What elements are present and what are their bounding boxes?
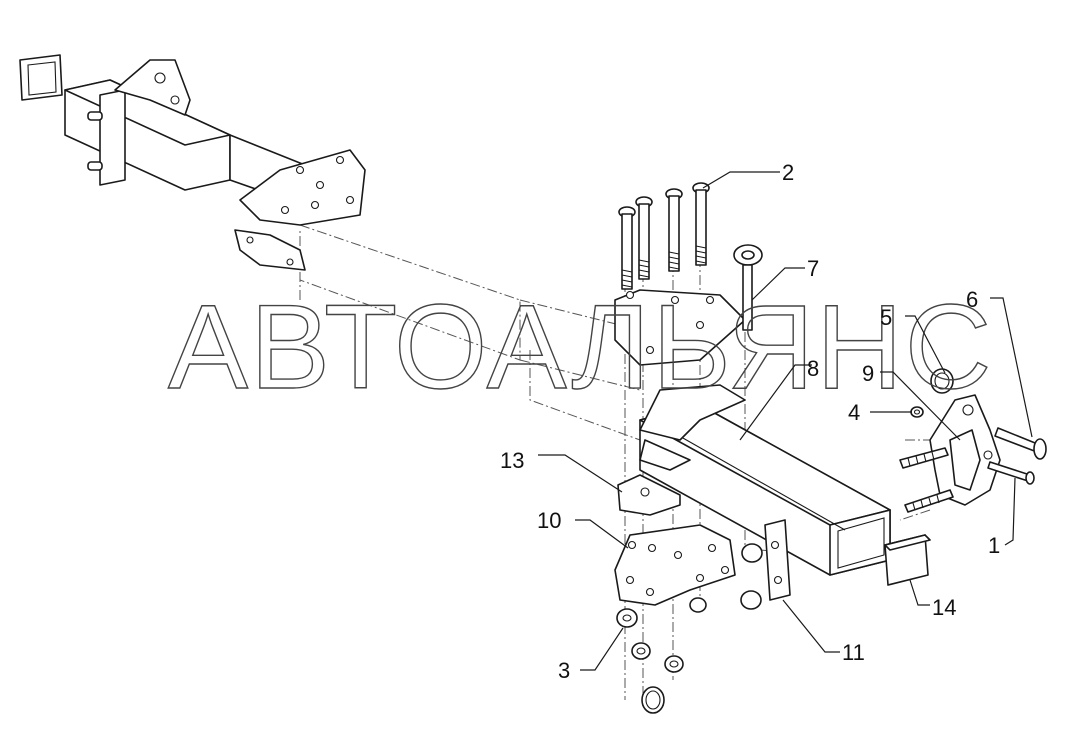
bolts-2 (618, 182, 710, 290)
callout-labels: 2 7 8 5 9 4 6 1 13 10 11 14 3 (500, 160, 1000, 683)
plate-11 (764, 519, 791, 601)
watermark-text: АВТОАЛЬЯНС (168, 280, 993, 414)
bolt (692, 182, 710, 266)
bolt (665, 188, 683, 272)
callout-9: 9 (862, 361, 874, 386)
ring-5 (930, 368, 954, 394)
callout-14: 14 (932, 595, 956, 620)
bolt-1 (987, 461, 1035, 485)
callout-2: 2 (782, 160, 794, 185)
tow-bar-tube (639, 404, 891, 576)
callout-11: 11 (842, 640, 865, 665)
towing-hitch-9 (899, 394, 1001, 513)
callout-4: 4 (848, 400, 860, 425)
pin-6 (994, 427, 1047, 460)
callout-13: 13 (500, 448, 524, 473)
callout-7: 7 (807, 256, 819, 281)
callout-5: 5 (880, 305, 892, 330)
callout-1: 1 (988, 533, 1000, 558)
callout-3: 3 (558, 658, 570, 683)
left-bracket-plate (234, 149, 366, 271)
bolt (618, 206, 636, 290)
bolt (635, 196, 653, 280)
plug-14 (884, 534, 931, 586)
callout-6: 6 (966, 287, 978, 312)
callout-8: 8 (807, 356, 819, 381)
snap-ring (641, 686, 665, 714)
lower-bracket-plate-10 (614, 524, 736, 606)
callout-10: 10 (537, 508, 561, 533)
eye-bolt-7 (733, 244, 763, 331)
leader-lines (538, 171, 1033, 671)
upper-bracket-plate (614, 289, 746, 471)
lock-nuts (616, 543, 763, 673)
plate-13 (617, 474, 681, 516)
